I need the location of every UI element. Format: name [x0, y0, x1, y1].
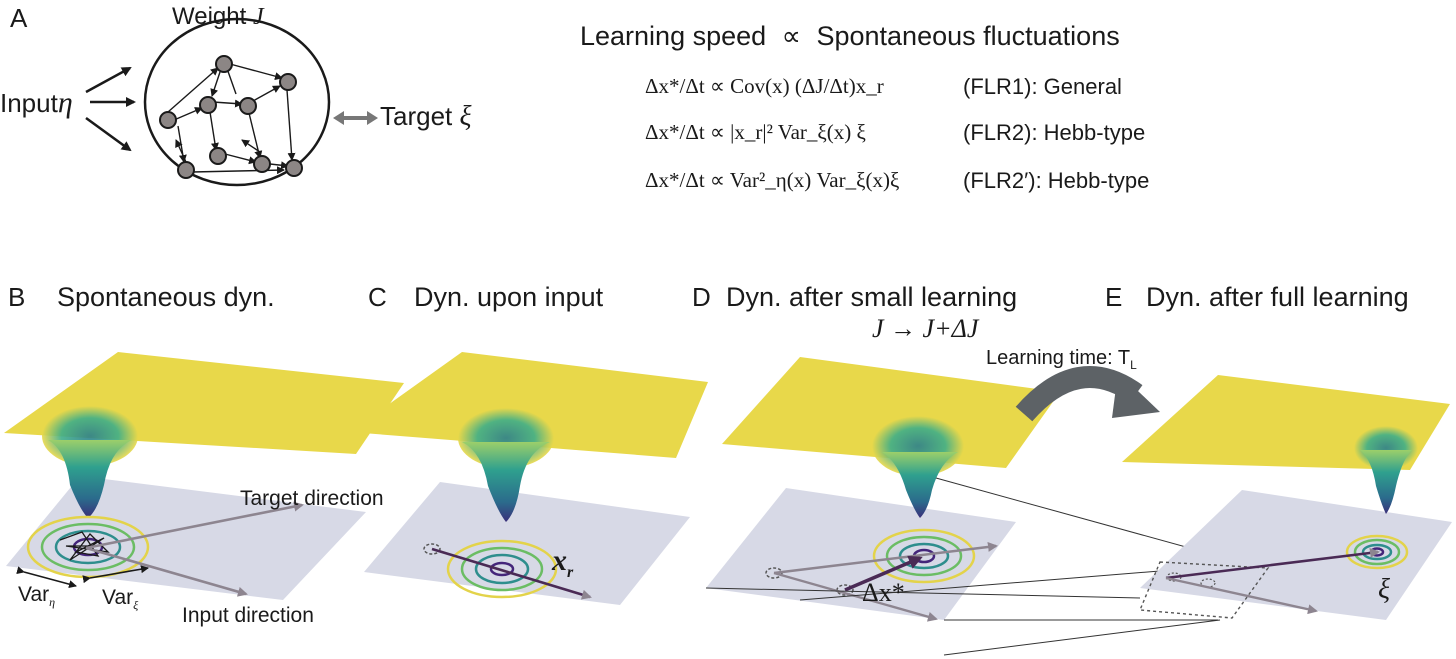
input-label: Inputη — [0, 88, 73, 118]
panel-e-plane — [1140, 490, 1452, 620]
weight-symbol: J — [252, 4, 264, 30]
input-direction-label: Input direction — [182, 604, 314, 627]
equation-formula-3: Δx*/Δt ∝ Var²_η(x) Var_ξ(x)ξ — [645, 168, 900, 192]
var-xi-text: Var — [102, 586, 134, 609]
x-r-arrow — [431, 547, 592, 600]
x-r-label: xr — [552, 544, 573, 581]
panel-e-title: Dyn. after full learning — [1146, 282, 1409, 312]
target-text: Target — [380, 101, 453, 131]
input-arrow-1 — [85, 66, 132, 94]
x-r-sub: r — [567, 564, 574, 581]
panel-d-well — [882, 452, 958, 518]
learning-time-label: Learning time: TL — [986, 347, 1137, 371]
panel-c-surface — [350, 352, 708, 458]
panel-c-letter: C — [368, 282, 387, 312]
equation-name-3: (FLR2′): Hebb-type — [963, 168, 1150, 193]
var-xi-label: Varξ — [102, 586, 138, 611]
panel-d-plane — [706, 488, 1016, 620]
input-arrow-3 — [85, 116, 132, 152]
panel-c-title: Dyn. upon input — [414, 282, 604, 312]
input-symbol: η — [57, 86, 73, 119]
target-symbol: ξ — [459, 101, 472, 132]
x-r-text: x — [552, 544, 567, 577]
delta-x-arrow — [844, 555, 923, 592]
panel-c-well — [462, 442, 550, 522]
header-prop: ∝ — [781, 21, 801, 51]
target-label: Target ξ — [380, 103, 472, 131]
panel-d-graphic — [706, 357, 1060, 622]
learning-time-sub: L — [1130, 358, 1137, 372]
network-boundary — [143, 17, 331, 187]
panel-c-graphic — [350, 352, 708, 605]
xi-label: ξ — [1378, 574, 1390, 605]
equation-formula-2: Δx*/Δt ∝ |x_r|² Var_ξ(x) ξ — [645, 120, 866, 144]
input-text: Input — [0, 88, 58, 118]
panel-b-graphic — [4, 352, 404, 600]
var-xi-sub: ξ — [133, 598, 139, 613]
panel-a-letter: A — [10, 3, 28, 33]
panel-d-letter: D — [692, 282, 711, 312]
weight-text: Weight — [172, 3, 247, 30]
var-eta-sub: η — [49, 595, 56, 610]
network-edges — [167, 59, 296, 175]
network-nodes — [159, 55, 303, 179]
panel-d-subtitle: J → J+ΔJ — [872, 314, 979, 343]
header-right: Spontaneous fluctuations — [816, 21, 1120, 51]
equation-name-2: (FLR2): Hebb-type — [963, 120, 1146, 145]
var-eta-text: Var — [18, 583, 50, 606]
learning-time-text: Learning time: T — [986, 347, 1131, 369]
target-direction-label: Target direction — [240, 487, 384, 510]
input-direction-arrow — [85, 546, 248, 597]
network-diagram — [85, 17, 378, 187]
panel-e-well — [1360, 450, 1412, 514]
panel-e-letter: E — [1105, 282, 1123, 312]
panel-b-well — [48, 440, 132, 518]
panel-b-title: Spontaneous dyn. — [57, 282, 275, 312]
header-left: Learning speed — [580, 21, 767, 51]
equation-header: Learning speed ∝ Spontaneous fluctuation… — [580, 23, 1120, 50]
panel-e-graphic — [1122, 375, 1452, 620]
var-eta-label: Varη — [18, 583, 55, 608]
panel-d-surface — [722, 357, 1060, 468]
panel-d-title: Dyn. after small learning — [726, 282, 1018, 312]
equation-name-1: (FLR1): General — [963, 74, 1122, 99]
equation-formula-1: Δx*/Δt ∝ Cov(x) (ΔJ/Δt)x_r — [645, 74, 884, 98]
target-direction-arrow — [85, 501, 304, 550]
weight-label: Weight J — [172, 3, 264, 30]
delta-x-label: Δx* — [862, 578, 905, 607]
panel-b-letter: B — [8, 282, 26, 312]
